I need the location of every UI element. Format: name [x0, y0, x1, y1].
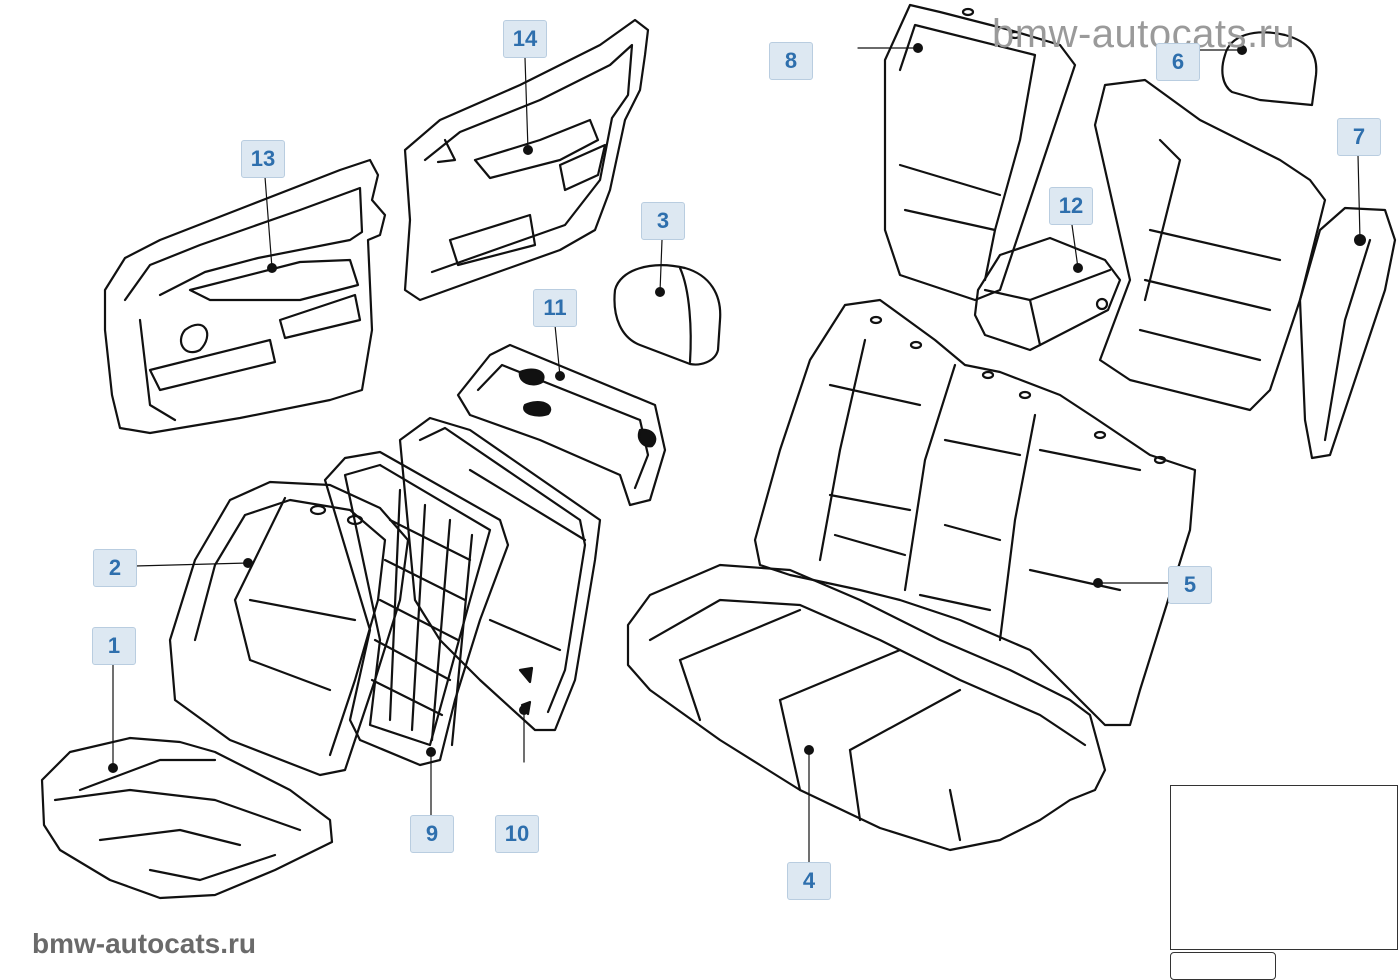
leader-dots	[108, 43, 1366, 773]
part-7-side-bolster	[1298, 206, 1397, 460]
part-3-headrest	[613, 264, 722, 366]
part-4-rear-cushion	[626, 563, 1107, 852]
part-1-front-cushion	[40, 736, 334, 900]
callout-8[interactable]: 8	[769, 42, 813, 80]
callout-5[interactable]: 5	[1168, 566, 1212, 604]
part-5-rear-backrest	[753, 298, 1197, 727]
watermark-top: bmw-autocats.ru	[992, 12, 1296, 56]
part-2-front-backrest	[168, 480, 410, 777]
callout-13[interactable]: 13	[241, 140, 285, 178]
part-13-front-door-panel	[103, 158, 387, 435]
callout-1[interactable]: 1	[92, 627, 136, 665]
watermark-bottom: bmw-autocats.ru	[32, 928, 257, 959]
callout-2[interactable]: 2	[93, 549, 137, 587]
thumbnail-tab[interactable]	[1170, 952, 1276, 980]
part-12-armrest	[973, 236, 1122, 352]
callout-14[interactable]: 14	[503, 20, 547, 58]
callout-12[interactable]: 12	[1049, 187, 1093, 225]
part-10-backrest-cover	[398, 416, 602, 732]
part-9-backrest-frame	[323, 450, 510, 767]
part-8-rear-backrest-left	[883, 3, 1077, 302]
callout-3[interactable]: 3	[641, 202, 685, 240]
location-thumbnail	[1170, 785, 1398, 950]
leader-lines	[112, 47, 1361, 863]
callout-7[interactable]: 7	[1337, 118, 1381, 156]
part-14-rear-door-panel	[403, 18, 650, 302]
callout-9[interactable]: 9	[410, 815, 454, 853]
callout-10[interactable]: 10	[495, 815, 539, 853]
callout-4[interactable]: 4	[787, 862, 831, 900]
rear-backrest-right	[1093, 78, 1327, 412]
part-11-backrest-panel	[456, 343, 667, 507]
callout-6[interactable]: 6	[1156, 43, 1200, 81]
callout-11[interactable]: 11	[533, 289, 577, 327]
part-6-headrest	[1221, 31, 1318, 107]
